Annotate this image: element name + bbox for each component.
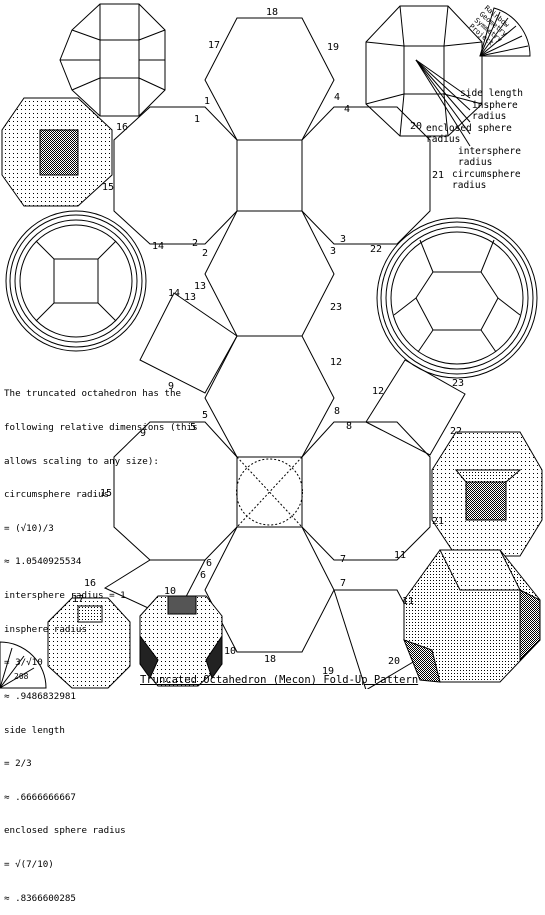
hexagon-face xyxy=(113,106,238,245)
edge-label: 17 xyxy=(208,40,220,51)
bottom-left-view xyxy=(0,597,131,689)
hexagon-face xyxy=(204,210,335,337)
edge-label: 2 xyxy=(202,248,208,259)
edge-label: 4 xyxy=(344,104,350,115)
edge-label: 7 xyxy=(340,578,346,589)
edge-label: 23 xyxy=(330,302,342,313)
hexagon-face xyxy=(204,17,335,141)
edge-label: 3 xyxy=(340,234,346,245)
edge-label: 16 xyxy=(84,578,96,589)
edge-label: 22 xyxy=(370,244,382,255)
pattern-svg: 1817191414162015211423222314131323129122… xyxy=(0,3,543,691)
edge-label: 13 xyxy=(184,292,196,303)
legend-enclosed: enclosed sphere radius xyxy=(426,122,512,146)
edge-label: 5 xyxy=(190,422,196,433)
edge-label: 10 xyxy=(164,586,176,597)
bottom-middle-view xyxy=(139,595,223,687)
edge-label: 18 xyxy=(264,654,276,665)
badge-number: 208 xyxy=(14,672,29,681)
left-shaded-view xyxy=(1,97,113,207)
legend: side length insphere radius enclosed sph… xyxy=(426,88,545,192)
edge-label: 14 xyxy=(168,288,180,299)
legend-side-length: side length xyxy=(460,88,523,99)
edge-label: 20 xyxy=(410,121,422,132)
edge-label: 11 xyxy=(394,550,406,561)
dimensions-text: The truncated octahedron has the followi… xyxy=(4,388,198,904)
legend-intersphere: intersphere radius xyxy=(458,145,521,169)
edge-label: 11 xyxy=(402,596,414,607)
edge-label: 6 xyxy=(200,570,206,581)
edge-label: 18 xyxy=(266,7,278,18)
edge-label: 7 xyxy=(340,554,346,565)
hexagon-face xyxy=(301,421,431,561)
edge-label: 23 xyxy=(452,378,464,389)
edge-label: 8 xyxy=(346,421,352,432)
edge-label: 12 xyxy=(330,357,342,368)
edge-label: 1 xyxy=(194,114,200,125)
edge-label: 20 xyxy=(388,656,400,667)
edge-label: 6 xyxy=(206,558,212,569)
edge-label: 10 xyxy=(224,646,236,657)
edge-label: 14 xyxy=(152,241,164,252)
legend-circumsphere: circumsphere radius xyxy=(452,168,521,192)
hexagon-face xyxy=(204,526,335,653)
edge-label: 9 xyxy=(140,428,146,439)
edge-label: 21 xyxy=(432,170,444,181)
right-sphere-view xyxy=(376,217,538,379)
edge-label: 21 xyxy=(432,516,444,527)
top-left-view xyxy=(59,3,166,117)
center-circle xyxy=(236,458,303,526)
right-shaded-view xyxy=(431,431,543,557)
edge-label: 12 xyxy=(372,386,384,397)
legend-insphere: insphere radius xyxy=(472,99,518,123)
edge-label: 17 xyxy=(72,594,84,605)
edge-label: 19 xyxy=(322,666,334,677)
edge-label: 16 xyxy=(116,122,128,133)
edge-label: 5 xyxy=(202,410,208,421)
edge-label: 13 xyxy=(194,281,206,292)
edge-label: 2 xyxy=(192,238,198,249)
left-sphere-view xyxy=(5,210,147,352)
bottom-right-view xyxy=(403,549,541,683)
square-face xyxy=(365,359,466,456)
edge-label: 9 xyxy=(168,381,174,392)
edge-label: 15 xyxy=(100,488,112,499)
edge-label: 22 xyxy=(450,426,462,437)
caption: Truncated Octahedron (Mecon) Fold-Up Pat… xyxy=(140,674,419,686)
top-right-wireframe xyxy=(365,5,531,147)
edge-label: 15 xyxy=(102,182,114,193)
edge-label: 4 xyxy=(334,92,340,103)
edge-label: 3 xyxy=(330,246,336,257)
edge-label: 19 xyxy=(327,42,339,53)
square-face xyxy=(139,292,238,394)
edge-label: 1 xyxy=(204,96,210,107)
edge-label: 8 xyxy=(334,406,340,417)
square-face xyxy=(236,139,303,212)
hexagon-face xyxy=(301,106,431,245)
